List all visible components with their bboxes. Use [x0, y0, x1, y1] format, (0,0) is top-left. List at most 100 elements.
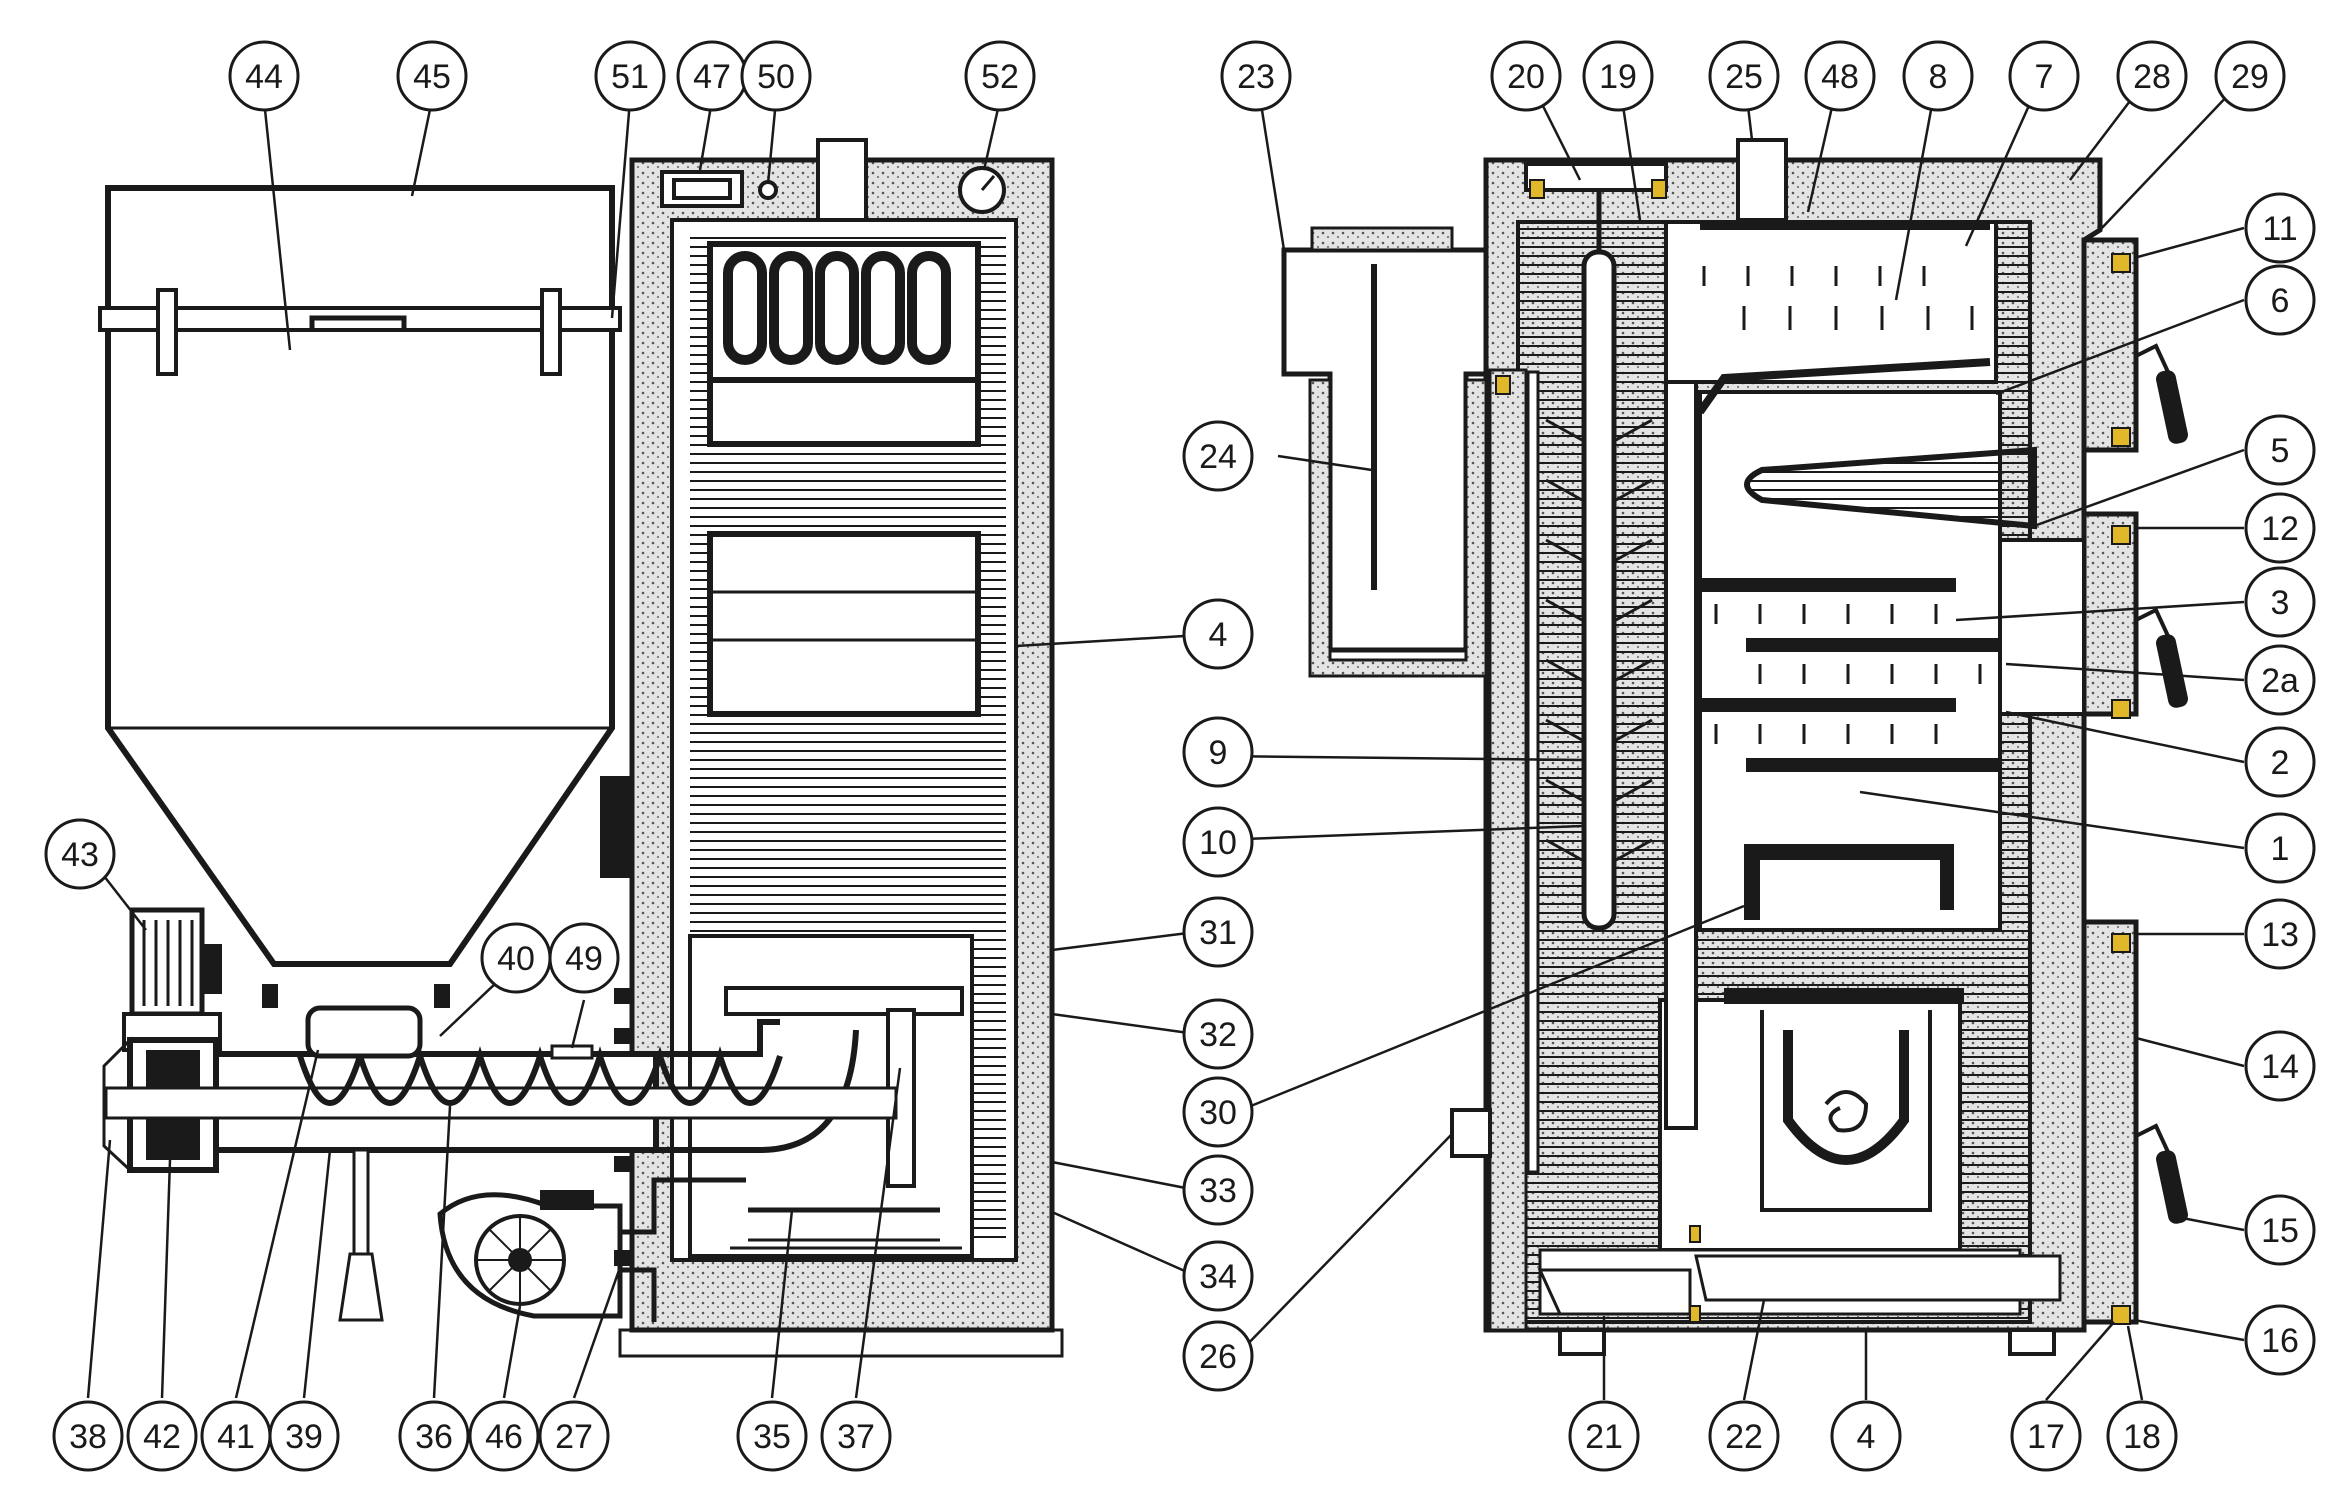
callout-circle: [1902, 40, 1974, 112]
callout-label: 28: [2133, 58, 2171, 96]
callout-8: 8: [1902, 40, 1974, 112]
callout-circle: [2244, 1030, 2316, 1102]
callout-circle: [1582, 40, 1654, 112]
callout-40: 40: [480, 922, 552, 994]
callout-18: 18: [2106, 1400, 2178, 1472]
callout-11: 11: [2244, 192, 2316, 264]
callout-21: 21: [1568, 1400, 1640, 1472]
callout-circle: [594, 40, 666, 112]
callout-label: 22: [1725, 1418, 1763, 1456]
callout-26: 26: [1182, 1320, 1254, 1392]
callout-circle: [1182, 998, 1254, 1070]
callout-circle: [1182, 716, 1254, 788]
callout-circle: [1804, 40, 1876, 112]
callout-label: 46: [485, 1418, 523, 1456]
callout-41: 41: [200, 1400, 272, 1472]
callout-circle: [2008, 40, 2080, 112]
callout-25: 25: [1708, 40, 1780, 112]
callout-label: 25: [1725, 58, 1763, 96]
callout-15: 15: [2244, 1194, 2316, 1266]
callout-label: 5: [2271, 432, 2290, 470]
callout-label: 17: [2027, 1418, 2065, 1456]
callout-3: 3: [2244, 566, 2316, 638]
callout-circle: [2010, 1400, 2082, 1472]
callout-label: 31: [1199, 914, 1237, 952]
callout-circle: [468, 1400, 540, 1472]
callout-circle: [548, 922, 620, 994]
callout-label: 30: [1199, 1094, 1237, 1132]
callout-label: 21: [1585, 1418, 1623, 1456]
callout-circle: [1830, 1400, 1902, 1472]
callout-label: 29: [2231, 58, 2269, 96]
callout-circle: [2244, 898, 2316, 970]
callout-label: 11: [2262, 210, 2297, 248]
callout-label: 49: [565, 940, 603, 978]
callout-label: 18: [2123, 1418, 2161, 1456]
callout-label: 38: [69, 1418, 107, 1456]
callout-label: 27: [555, 1418, 593, 1456]
callout-38: 38: [52, 1400, 124, 1472]
callout-42: 42: [126, 1400, 198, 1472]
callout-label: 40: [497, 940, 535, 978]
callout-label: 43: [61, 836, 99, 874]
callout-20: 20: [1490, 40, 1562, 112]
callout-circle: [1490, 40, 1562, 112]
callout-circle: [1182, 1240, 1254, 1312]
callout-circle: [736, 1400, 808, 1472]
callout-50: 50: [740, 40, 812, 112]
callout-circle: [1182, 1320, 1254, 1392]
callout-31: 31: [1182, 896, 1254, 968]
callout-label: 7: [2035, 58, 2054, 96]
callout-label: 33: [1199, 1172, 1237, 1210]
upper-door: [2081, 237, 2188, 453]
callout-label: 1: [2271, 830, 2290, 868]
callout-label: 2a: [2261, 662, 2299, 700]
callout-label: 37: [837, 1418, 875, 1456]
callout-39: 39: [268, 1400, 340, 1472]
callout-label: 45: [413, 58, 451, 96]
callout-label: 48: [1821, 58, 1859, 96]
callout-6: 6: [2244, 264, 2316, 336]
callout-label: 12: [2261, 510, 2299, 548]
callout-44: 44: [228, 40, 300, 112]
callout-circle: [1182, 420, 1254, 492]
callout-circle: [1182, 598, 1254, 670]
callout-circle: [268, 1400, 340, 1472]
callout-label: 47: [693, 58, 731, 96]
callout-circle: [1568, 1400, 1640, 1472]
callout-label: 41: [217, 1418, 255, 1456]
callout-circle: [2244, 812, 2316, 884]
callout-label: 24: [1199, 438, 1237, 476]
callout-circle: [538, 1400, 610, 1472]
callout-label: 32: [1199, 1016, 1237, 1054]
callout-circle: [1708, 40, 1780, 112]
callout-24: 24: [1182, 420, 1254, 492]
callout-label: 15: [2261, 1212, 2299, 1250]
callout-label: 42: [143, 1418, 181, 1456]
callout-circle: [1220, 40, 1292, 112]
callout-circle: [2244, 644, 2316, 716]
callout-circle: [2116, 40, 2188, 112]
callout-47: 47: [676, 40, 748, 112]
callout-label: 44: [245, 58, 283, 96]
callout-circle: [2244, 1194, 2316, 1266]
callout-label: 35: [753, 1418, 791, 1456]
callout-circle: [2214, 40, 2286, 112]
callout-43: 43: [44, 818, 116, 890]
callout-28: 28: [2116, 40, 2188, 112]
callout-37: 37: [820, 1400, 892, 1472]
callout-17: 17: [2010, 1400, 2082, 1472]
callout-22: 22: [1708, 1400, 1780, 1472]
callout-label: 4: [1857, 1418, 1876, 1456]
callout-52: 52: [964, 40, 1036, 112]
callout-49: 49: [548, 922, 620, 994]
callout-29: 29: [2214, 40, 2286, 112]
right-view: [1281, 138, 2188, 1356]
callout-48: 48: [1804, 40, 1876, 112]
callout-label: 52: [981, 58, 1019, 96]
callout-label: 34: [1199, 1258, 1237, 1296]
callout-circle: [1182, 896, 1254, 968]
callout-label: 51: [611, 58, 649, 96]
